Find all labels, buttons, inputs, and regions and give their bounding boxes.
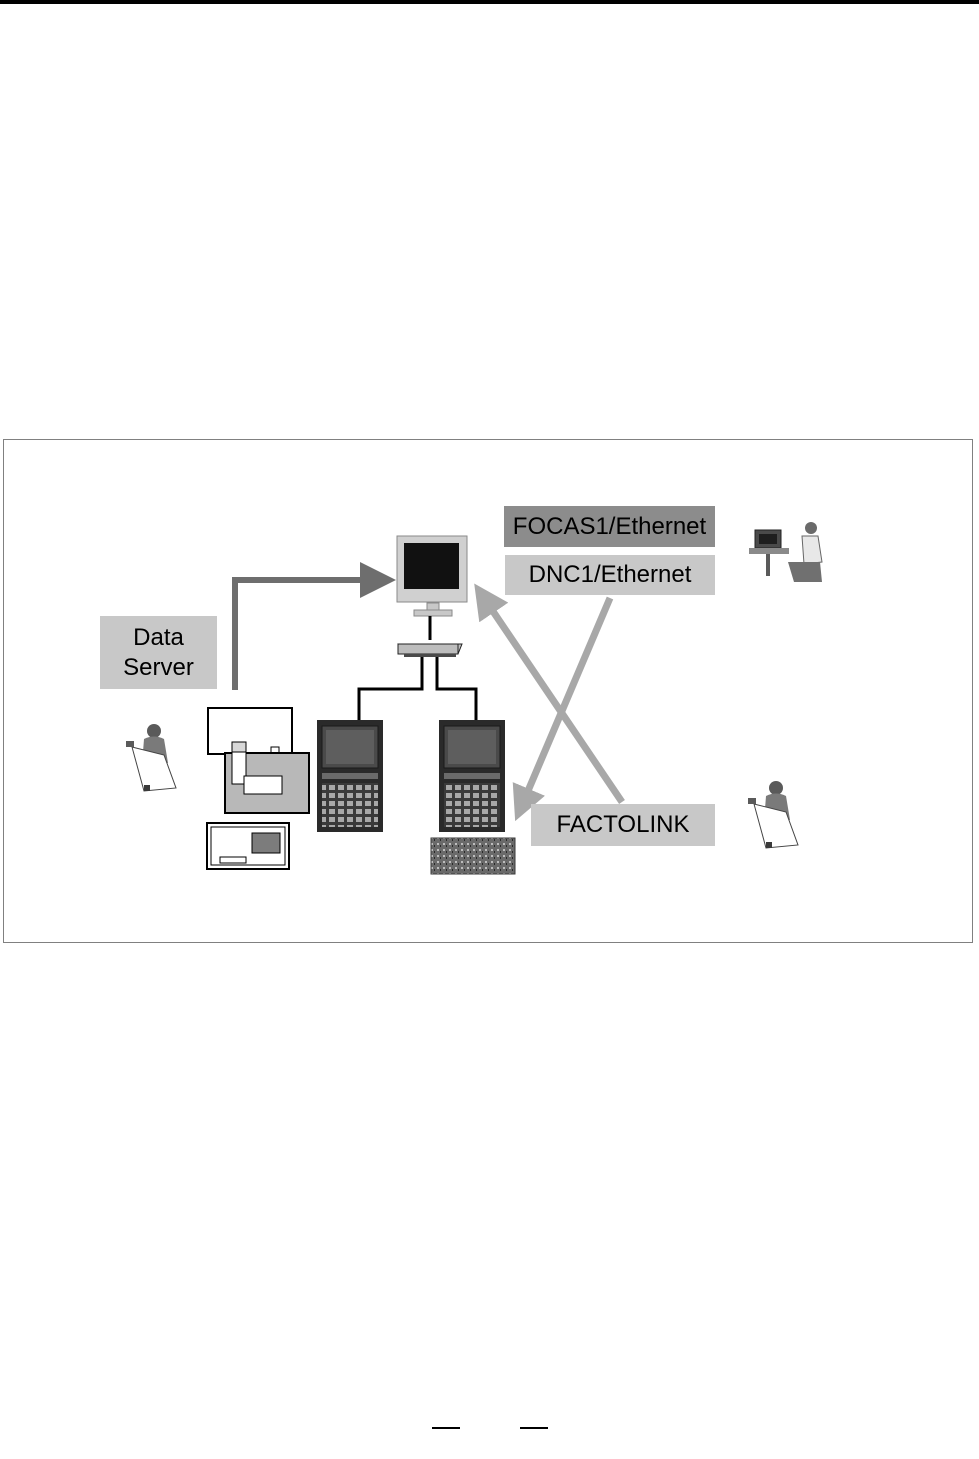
- focas-label-text: FOCAS1/Ethernet: [513, 512, 706, 542]
- top-rule: [0, 0, 979, 4]
- pc-monitor-icon: [397, 536, 467, 616]
- dnc-arrow: [522, 598, 610, 805]
- network-diagram-canvas: [4, 440, 972, 942]
- data-server-board-icon: [208, 708, 309, 813]
- operator-with-document-icon: [126, 724, 176, 791]
- factolink-label: FACTOLINK: [531, 804, 715, 846]
- circuit-board-icon: [207, 823, 289, 869]
- dnc-label-text: DNC1/Ethernet: [529, 560, 692, 590]
- hub-cables: [359, 657, 476, 720]
- data-server-label: Data Server: [100, 616, 217, 689]
- cnc-unit-icon: [317, 720, 383, 832]
- data-server-label-line1: Data: [123, 623, 194, 653]
- data-server-arrow: [235, 580, 378, 690]
- network-diagram-figure: Data Server FOCAS1/Ethernet DNC1/Etherne…: [3, 439, 973, 943]
- operator-with-document-icon: [748, 781, 798, 848]
- dnc-label: DNC1/Ethernet: [505, 555, 715, 595]
- cnc-unit-icon: [439, 720, 505, 832]
- focas-label: FOCAS1/Ethernet: [504, 506, 715, 547]
- data-server-label-line2: Server: [123, 653, 194, 683]
- factolink-label-text: FACTOLINK: [557, 810, 690, 840]
- footer-dash-right: [520, 1427, 548, 1429]
- ethernet-hub-icon: [398, 644, 462, 657]
- operator-at-computer-icon: [749, 522, 822, 582]
- circuit-board-icon: [431, 838, 515, 874]
- footer-dash-left: [432, 1427, 460, 1429]
